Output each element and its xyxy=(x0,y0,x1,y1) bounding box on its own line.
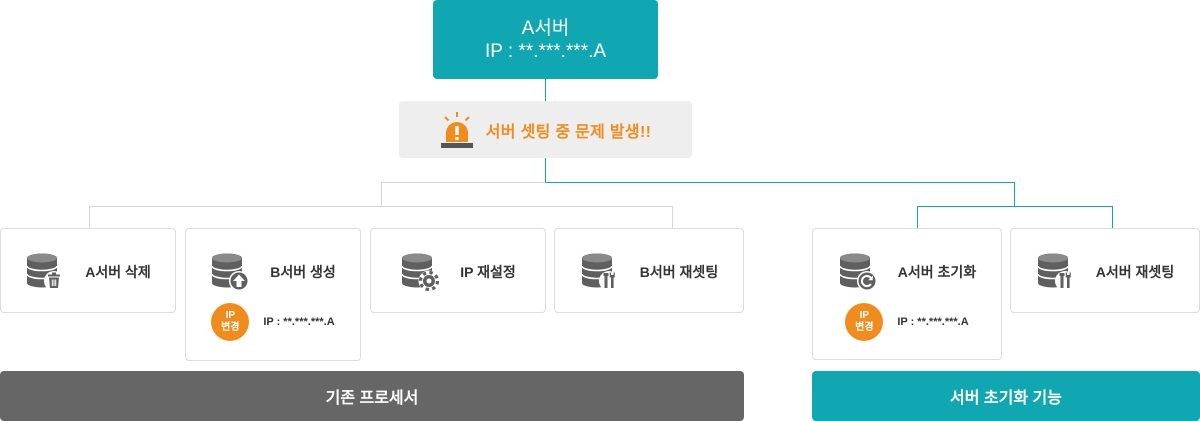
server-a-box: A서버 IP : **.***.***.A xyxy=(433,0,658,79)
database-upload-icon xyxy=(211,253,250,291)
step-label: A서버 초기화 xyxy=(897,264,977,280)
database-tools-icon xyxy=(580,253,619,291)
badge-line-ip: IP xyxy=(859,310,870,321)
step-delete-server-a: A서버 삭제 xyxy=(0,228,176,313)
reset-feature-label: 서버 초기화 기능 xyxy=(950,390,1062,407)
database-refresh-icon xyxy=(838,253,877,291)
step-label: A서버 재셋팅 xyxy=(1095,264,1175,280)
reset-feature-bar: 서버 초기화 기능 xyxy=(812,371,1200,421)
step-create-server-b: B서버 생성 IP 변경 IP : **.***.***.A xyxy=(185,228,361,361)
existing-process-bar: 기존 프로세서 xyxy=(0,371,744,421)
connector-alert-reset xyxy=(545,158,1015,207)
ip-change-badge: IP 변경 xyxy=(211,303,250,341)
alert-box: 서버 셋팅 중 문제 발생!! xyxy=(399,101,692,158)
step-label: IP 재설정 xyxy=(460,264,516,280)
badge-line-ip: IP xyxy=(225,310,236,321)
step-label: B서버 생성 xyxy=(270,264,336,280)
ip-text: IP : **.***.***.A xyxy=(263,316,335,328)
connector-alert-existing xyxy=(381,182,546,207)
ip-change-badge: IP 변경 xyxy=(845,303,884,341)
alert-text: 서버 셋팅 중 문제 발생!! xyxy=(485,123,652,141)
badge-line-change: 변경 xyxy=(855,322,874,333)
database-gear-icon xyxy=(401,253,440,292)
database-tools-icon xyxy=(1036,253,1075,291)
step-ip-reset: IP 재설정 xyxy=(370,228,546,313)
connector-existing-steps xyxy=(89,206,673,228)
database-trash-icon xyxy=(26,253,65,291)
server-a-title: A서버 xyxy=(521,17,570,39)
siren-icon xyxy=(440,111,473,148)
connector-reset-steps xyxy=(917,206,1113,228)
step-label: B서버 재셋팅 xyxy=(639,264,719,280)
badge-line-change: 변경 xyxy=(221,322,240,333)
ip-text: IP : **.***.***.A xyxy=(897,316,969,328)
step-reconfigure-server-b: B서버 재셋팅 xyxy=(554,228,744,313)
step-reconfigure-server-a: A서버 재셋팅 xyxy=(1010,228,1200,313)
server-a-ip: IP : **.***.***.A xyxy=(484,40,607,62)
step-label: A서버 삭제 xyxy=(85,264,151,280)
step-reset-server-a: A서버 초기화 IP 변경 IP : **.***.***.A xyxy=(812,228,1002,360)
existing-process-label: 기존 프로세서 xyxy=(325,390,419,407)
